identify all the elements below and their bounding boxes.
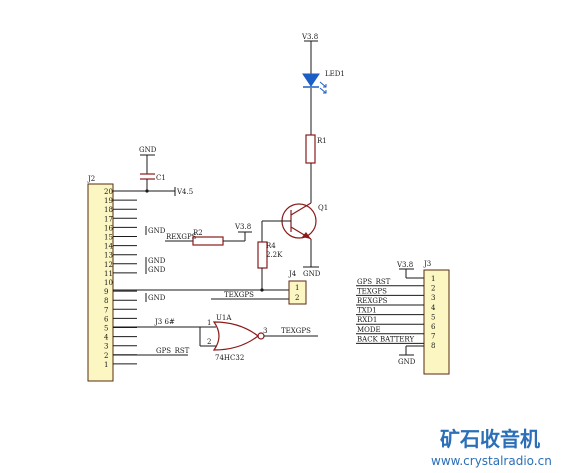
j3-net-label: TEXGPS bbox=[357, 287, 387, 295]
u1-part-label: 74HC32 bbox=[215, 354, 244, 362]
watermark-url: www.crystalradio.cn bbox=[431, 454, 552, 468]
j2-pin-20: 20 bbox=[104, 188, 113, 196]
gnd-j3-label: GND bbox=[398, 358, 416, 366]
j3-net-label: MODE bbox=[357, 326, 381, 334]
u1a-or-gate bbox=[212, 321, 259, 351]
j2-pin-10: 10 bbox=[104, 279, 113, 287]
j4-label: J4 bbox=[288, 270, 297, 278]
j2-pin-17: 17 bbox=[104, 215, 113, 223]
j3-pin-3: 3 bbox=[431, 294, 435, 302]
j2-pin-12: 12 bbox=[104, 261, 113, 269]
texgps-out-label: TEXGPS bbox=[281, 327, 311, 335]
r2-resistor bbox=[192, 236, 224, 246]
j2-pin-18: 18 bbox=[104, 206, 113, 214]
watermark-cn: 矿石收音机 bbox=[440, 427, 540, 451]
r4-label: R4 bbox=[266, 242, 276, 250]
v38-r2-label: V3.8 bbox=[234, 223, 251, 231]
gnd-pin13-label: GND bbox=[148, 257, 166, 265]
led-emit-arrow-icon bbox=[319, 81, 327, 88]
j2-pin-15: 15 bbox=[104, 234, 113, 242]
j3-pin-1: 1 bbox=[431, 275, 435, 283]
j2-pin-8: 8 bbox=[104, 297, 108, 305]
j4-pin-1: 1 bbox=[295, 284, 299, 292]
v45-label: V4.5 bbox=[176, 188, 193, 196]
texgps-j4-label: TEXGPS bbox=[224, 291, 254, 299]
led-emit-arrow-icon-2 bbox=[319, 87, 327, 94]
j2-pin-7: 7 bbox=[104, 306, 108, 314]
gps-rst-j2-label: GPS_RST bbox=[156, 347, 190, 355]
gnd-pin9-label: GND bbox=[148, 294, 166, 302]
j3-pin-7: 7 bbox=[431, 333, 435, 341]
j2-pin-16: 16 bbox=[104, 224, 113, 232]
rexgps-label: REXGPS bbox=[166, 233, 197, 241]
j3-label: J3 bbox=[423, 260, 431, 268]
j2-label: J2 bbox=[87, 175, 95, 183]
u1-pin-1: 1 bbox=[207, 319, 211, 327]
q1-emitter-arrow-icon bbox=[302, 232, 311, 239]
j4-pin-2: 2 bbox=[295, 294, 299, 302]
j2-pin-14: 14 bbox=[104, 243, 113, 251]
j3-connector bbox=[423, 269, 450, 375]
j2-pin-3: 3 bbox=[104, 343, 108, 351]
j2-connector bbox=[87, 183, 114, 382]
j3-pin-4: 4 bbox=[431, 304, 436, 312]
r2-label: R2 bbox=[193, 229, 203, 237]
q1-collector bbox=[290, 202, 312, 216]
j2-pin-19: 19 bbox=[104, 197, 113, 205]
r4-value: 2.2K bbox=[266, 251, 283, 259]
j3-6-label: J3 6# bbox=[154, 318, 175, 326]
u1-pin-3: 3 bbox=[263, 327, 267, 335]
v38-j3-label: V3.8 bbox=[396, 261, 413, 269]
j3-pin-2: 2 bbox=[431, 285, 435, 293]
j2-pin-2: 2 bbox=[104, 352, 108, 360]
j2-pin-1: 1 bbox=[104, 361, 108, 369]
j3-net-label: BACK BATTERY bbox=[357, 335, 414, 343]
r1-label: R1 bbox=[317, 137, 327, 145]
gnd-pin16-label: GND bbox=[148, 227, 166, 235]
led-icon bbox=[302, 73, 320, 87]
v38-top-label: V3.8 bbox=[301, 33, 318, 41]
j3-net-label: TXD1 bbox=[357, 307, 377, 315]
j3-pin-8: 8 bbox=[431, 342, 435, 350]
j3-net-label: REXGPS bbox=[357, 297, 388, 305]
j2-pin-11: 11 bbox=[104, 270, 113, 278]
j3-pin-5: 5 bbox=[431, 313, 435, 321]
gnd-c1-label: GND bbox=[139, 146, 157, 154]
j2-pin-5: 5 bbox=[104, 325, 108, 333]
j3-net-label: GPS_RST bbox=[357, 278, 391, 286]
gnd-pin12-label: GND bbox=[148, 266, 166, 274]
led-label: LED1 bbox=[325, 70, 345, 78]
r1-resistor bbox=[305, 134, 316, 164]
j2-pin-13: 13 bbox=[104, 252, 113, 260]
j2-pin-6: 6 bbox=[104, 315, 109, 323]
gnd-q1-label: GND bbox=[303, 270, 321, 278]
j2-pin-4: 4 bbox=[104, 334, 109, 342]
j2-pin-9: 9 bbox=[104, 288, 108, 296]
q1-label: Q1 bbox=[318, 204, 328, 212]
u1-pin-2: 2 bbox=[207, 338, 211, 346]
j4-connector bbox=[288, 280, 307, 305]
c1-label: C1 bbox=[156, 174, 166, 182]
u1a-label: U1A bbox=[216, 314, 232, 322]
j3-pin-6: 6 bbox=[431, 323, 436, 331]
j3-net-label: RXD1 bbox=[357, 316, 377, 324]
